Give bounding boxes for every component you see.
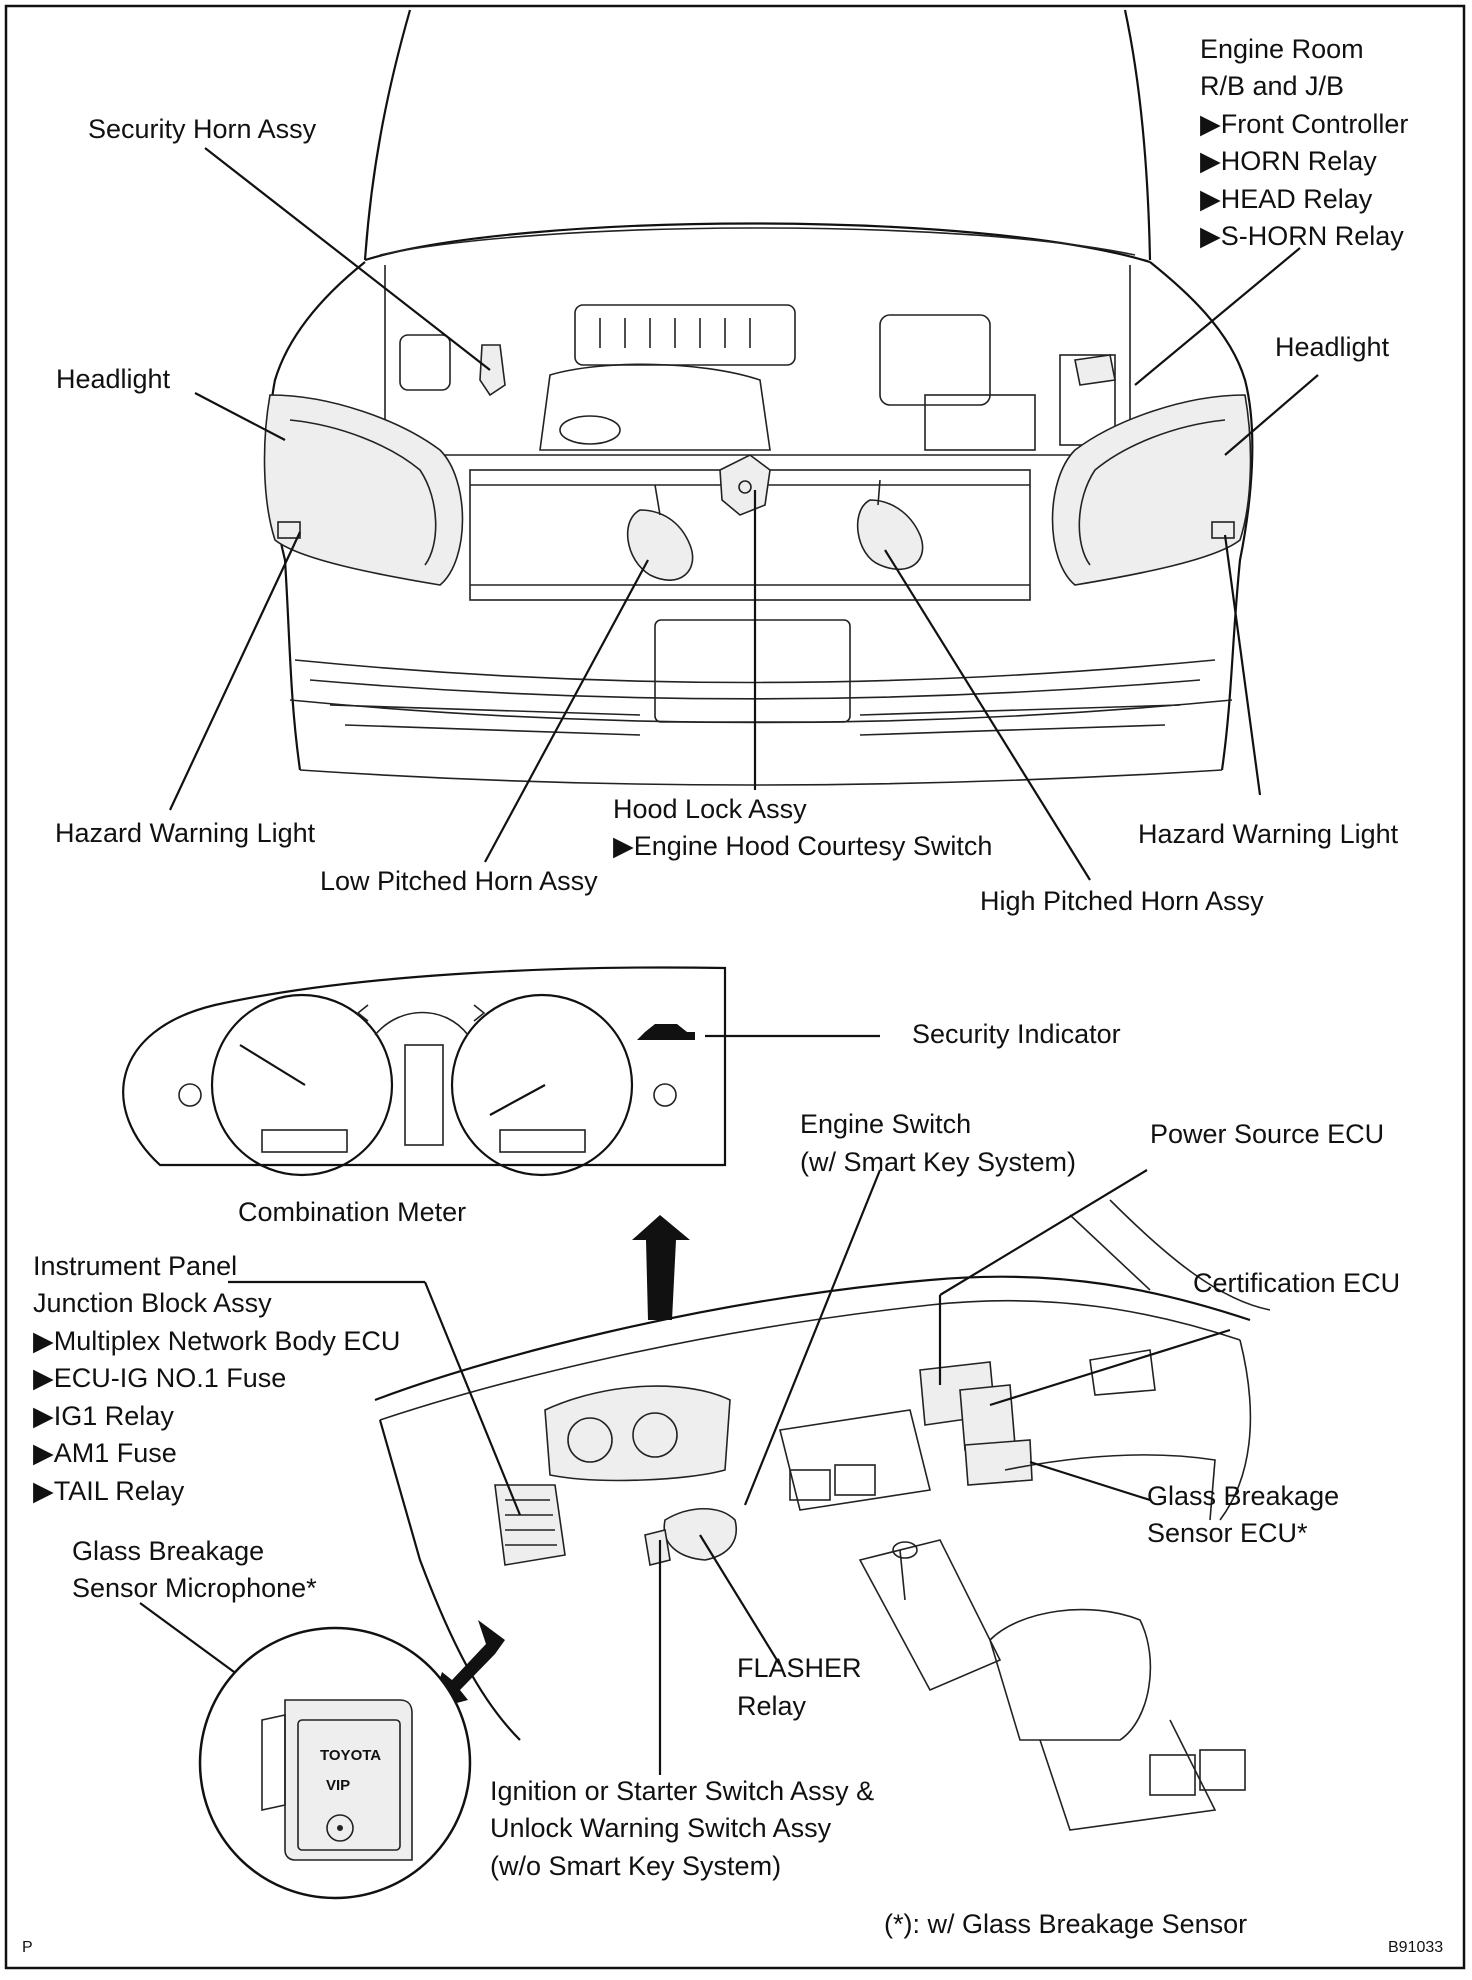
label-am1-fuse: ▶AM1 Fuse — [33, 1438, 177, 1468]
label-certification-ecu: Certification ECU — [1193, 1268, 1400, 1298]
glass-breakage-microphone-inset: TOYOTA VIP — [198, 1626, 472, 1900]
label-hood-courtesy: ▶Engine Hood Courtesy Switch — [613, 831, 992, 861]
label-flasher-line2: Relay — [737, 1691, 807, 1721]
label-headlight-left: Headlight — [56, 364, 171, 394]
label-hood-lock: Hood Lock Assy — [613, 794, 807, 824]
label-headlight-right: Headlight — [1275, 332, 1390, 362]
label-instrument-panel-line2: Junction Block Assy — [33, 1288, 272, 1318]
corner-label-right: B91033 — [1388, 1939, 1443, 1956]
label-low-horn: Low Pitched Horn Assy — [320, 866, 598, 896]
label-glass-ecu-line1: Glass Breakage — [1147, 1481, 1339, 1511]
label-ignition-line1: Ignition or Starter Switch Assy & — [490, 1776, 874, 1806]
corner-label-left: P — [22, 1939, 33, 1956]
vehicle-front-illustration — [263, 9, 1254, 786]
label-ignition-line2: Unlock Warning Switch Assy — [490, 1813, 832, 1843]
footnote: (*): w/ Glass Breakage Sensor — [884, 1909, 1247, 1939]
label-engine-room-line2: R/B and J/B — [1200, 71, 1344, 101]
label-ig1-relay: ▶IG1 Relay — [33, 1401, 174, 1431]
label-engine-room-line1: Engine Room — [1200, 34, 1364, 64]
label-engine-switch-line2: (w/ Smart Key System) — [800, 1147, 1076, 1177]
bottom-leader-lines — [139, 1169, 1231, 1775]
label-flasher-line1: FLASHER — [737, 1653, 862, 1683]
label-hazard-right: Hazard Warning Light — [1138, 819, 1399, 849]
label-multiplex-ecu: ▶Multiplex Network Body ECU — [33, 1326, 400, 1356]
label-instrument-panel-line1: Instrument Panel — [33, 1251, 237, 1281]
label-security-indicator: Security Indicator — [912, 1019, 1121, 1049]
combination-meter-illustration — [122, 966, 880, 1320]
label-head-relay: ▶HEAD Relay — [1200, 184, 1373, 214]
label-security-horn: Security Horn Assy — [88, 114, 317, 144]
label-horn-relay: ▶HORN Relay — [1200, 146, 1377, 176]
label-tail-relay: ▶TAIL Relay — [33, 1476, 185, 1506]
dashboard-illustration — [374, 1199, 1271, 1831]
labels: Security Horn Assy Engine Room R/B and J… — [22, 34, 1443, 1956]
mic-logo-text: VIP — [326, 1777, 350, 1794]
label-ecu-ig-fuse: ▶ECU-IG NO.1 Fuse — [33, 1363, 286, 1393]
label-front-controller: ▶Front Controller — [1200, 109, 1408, 139]
mic-brand-text: TOYOTA — [320, 1747, 381, 1764]
label-hazard-left: Hazard Warning Light — [55, 818, 316, 848]
label-glass-ecu-line2: Sensor ECU* — [1147, 1518, 1308, 1548]
label-glass-mic-line1: Glass Breakage — [72, 1536, 264, 1566]
label-glass-mic-line2: Sensor Microphone* — [72, 1573, 317, 1603]
label-power-source-ecu: Power Source ECU — [1150, 1119, 1384, 1149]
label-combination-meter: Combination Meter — [238, 1197, 466, 1227]
top-leader-lines — [169, 147, 1319, 881]
label-s-horn-relay: ▶S-HORN Relay — [1200, 221, 1404, 251]
label-engine-switch-line1: Engine Switch — [800, 1109, 971, 1139]
label-ignition-line3: (w/o Smart Key System) — [490, 1851, 781, 1881]
label-high-horn: High Pitched Horn Assy — [980, 886, 1264, 916]
